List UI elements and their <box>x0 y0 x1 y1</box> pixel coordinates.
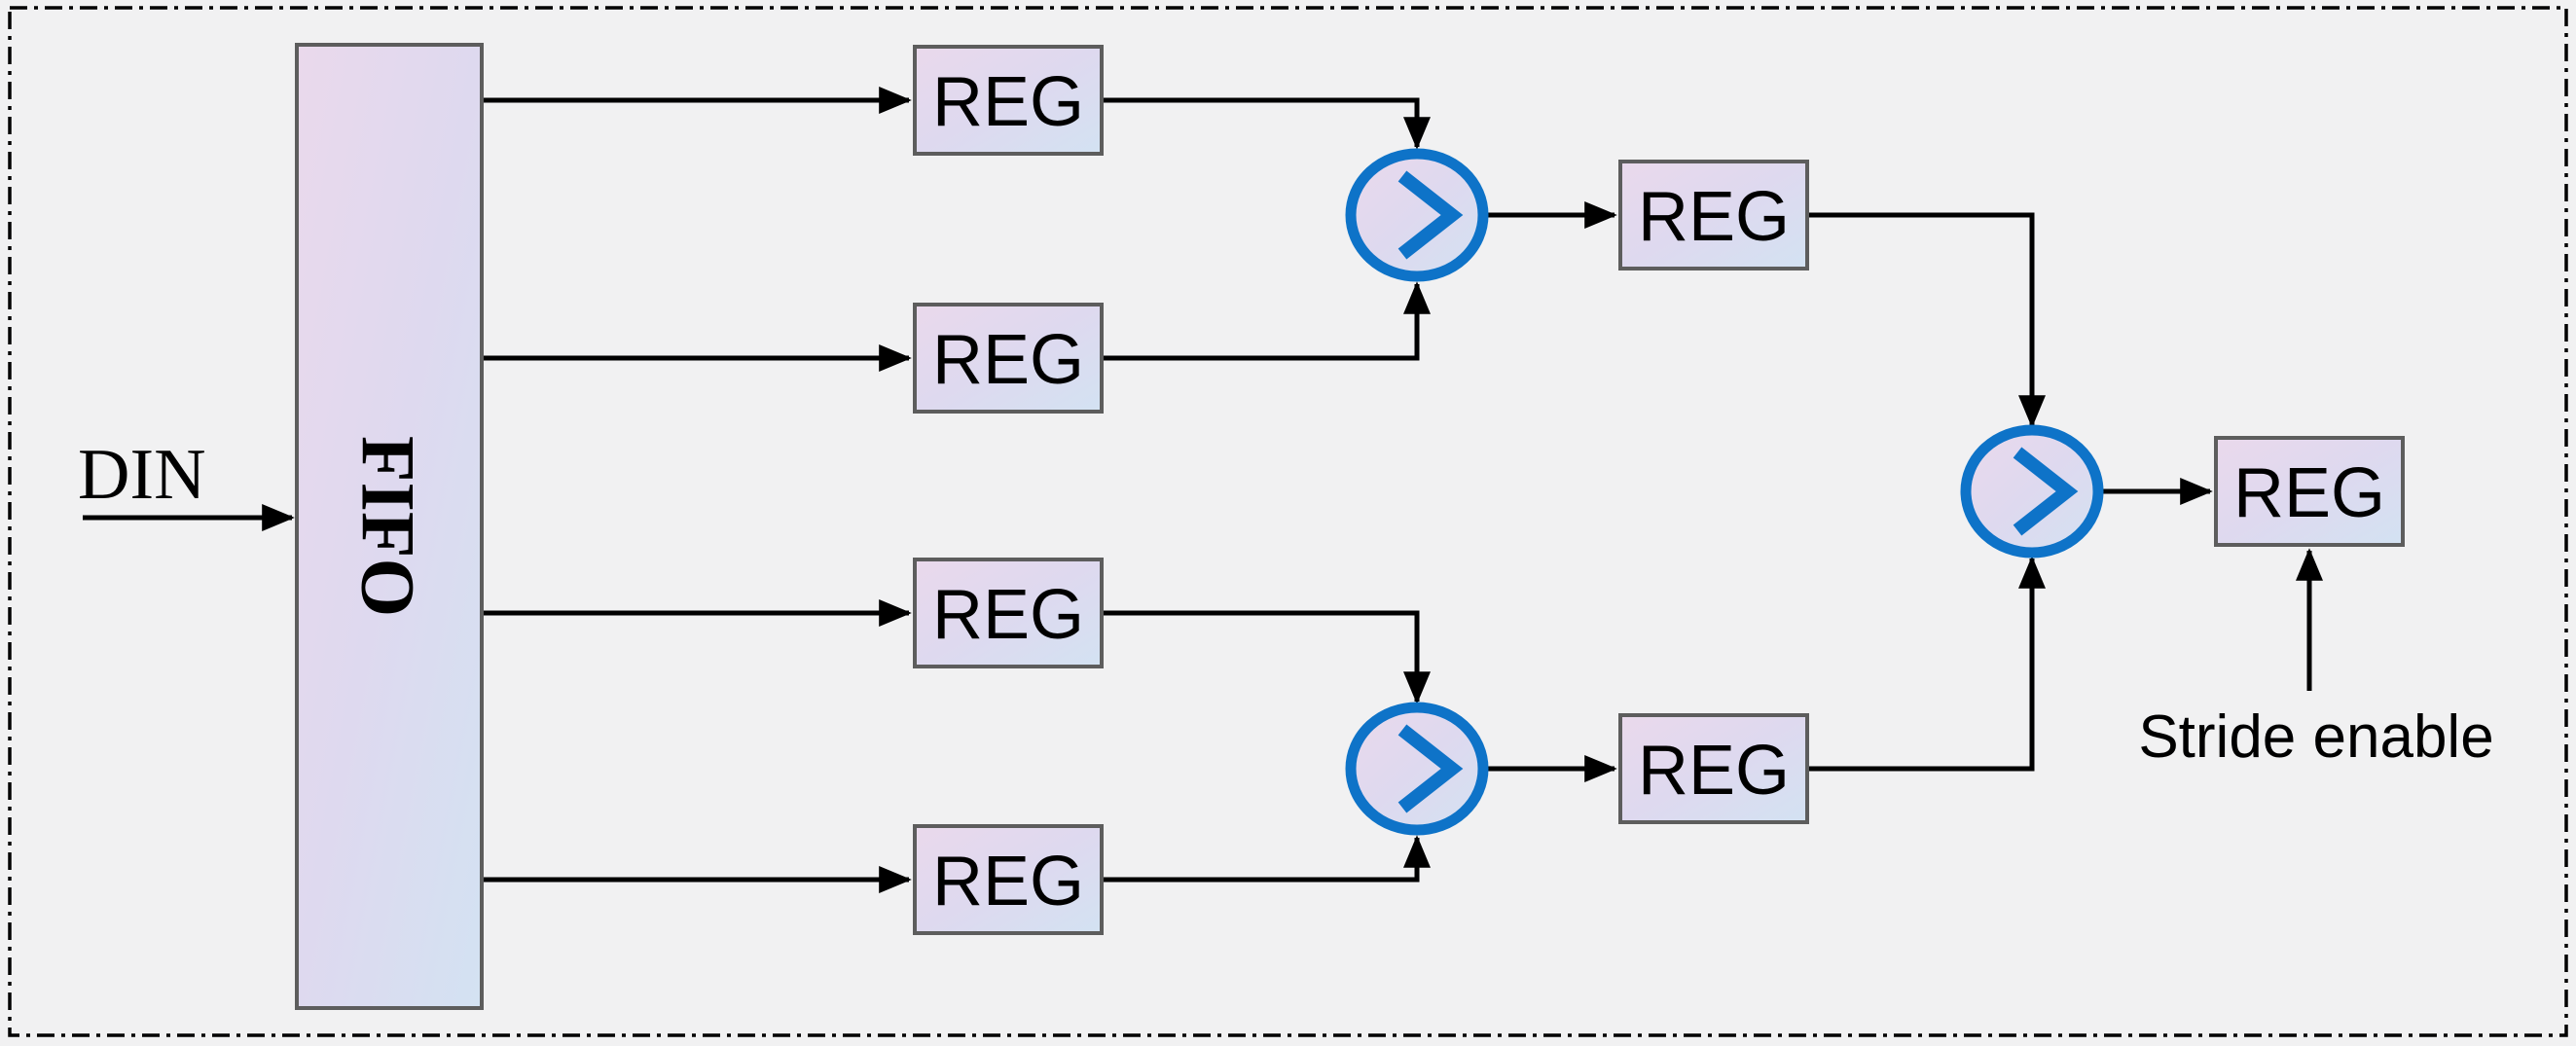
reg-label: REG <box>1638 732 1790 810</box>
reg-label: REG <box>1638 178 1790 256</box>
reg-block-3: REG <box>913 558 1104 668</box>
reg-rect <box>913 824 1104 935</box>
dash-dot-frame <box>8 6 2568 1037</box>
reg-rect <box>1618 160 1809 271</box>
comparator-3 <box>1960 424 2104 559</box>
greater-than-icon <box>1397 724 1464 813</box>
reg-label: REG <box>932 321 1084 399</box>
reg-label: REG <box>932 843 1084 920</box>
din-label: DIN <box>78 435 206 515</box>
comparator-circle <box>1345 702 1489 836</box>
fifo-rect <box>295 43 484 1010</box>
register-blocks: REG REG REG REG REG REG REG <box>913 45 2405 935</box>
comparator-blocks <box>1345 148 2104 836</box>
reg-block-4: REG <box>913 824 1104 935</box>
greater-than-icon <box>2013 447 2079 536</box>
reg-rect <box>913 558 1104 668</box>
greater-than-icon <box>1397 170 1464 260</box>
reg-block-5: REG <box>1618 160 1809 271</box>
wire-reg-5-to-cmp-3 <box>1807 212 2046 428</box>
reg-rect <box>913 303 1104 414</box>
reg-rect <box>1618 713 1809 824</box>
stride-enable-label: Stride enable <box>2138 703 2493 771</box>
wire-reg-3-to-cmp-2 <box>1102 610 1431 704</box>
reg-rect <box>2214 436 2405 547</box>
reg-label: REG <box>932 63 1084 141</box>
comparator-circle <box>1960 424 2104 559</box>
fifo-block: FIFO <box>295 43 484 1010</box>
wire-reg-1-to-cmp-1 <box>1102 97 1431 150</box>
reg-block-2: REG <box>913 303 1104 414</box>
reg-block-7: REG <box>2214 436 2405 547</box>
comparator-1 <box>1345 148 1489 282</box>
wire-reg-2-to-cmp-1 <box>1102 281 1431 361</box>
wire-reg-4-to-cmp-2 <box>1102 835 1431 883</box>
wire-reg-6-to-cmp-3 <box>1807 556 2046 772</box>
comparator-2 <box>1345 702 1489 836</box>
reg-label: REG <box>2233 454 2385 532</box>
wires <box>83 87 2323 893</box>
reg-label: REG <box>932 576 1084 654</box>
fifo-label: FIFO <box>346 436 431 617</box>
reg-block-6: REG <box>1618 713 1809 824</box>
comparator-circle <box>1345 148 1489 282</box>
reg-block-1: REG <box>913 45 1104 156</box>
reg-rect <box>913 45 1104 156</box>
